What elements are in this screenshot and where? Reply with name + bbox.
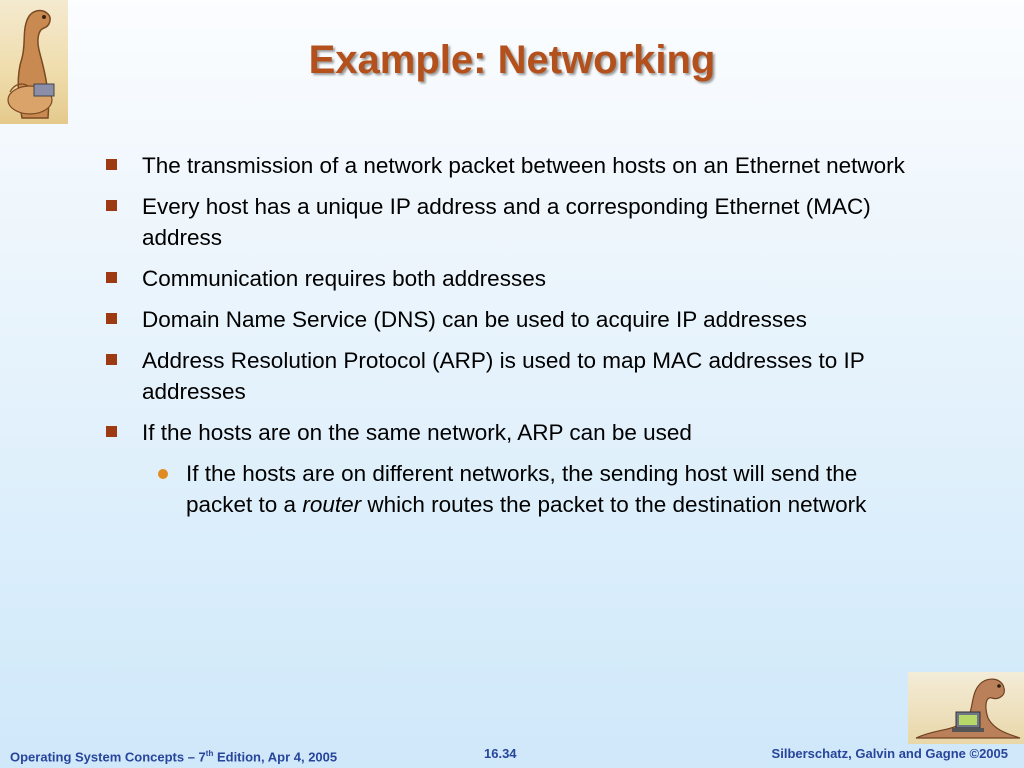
bullet-item: Communication requires both addresses [104, 263, 914, 294]
square-bullet-icon [106, 354, 117, 365]
sub-bullet-emphasis: router [302, 492, 362, 517]
sub-bullet-text-end: which routes the packet to the destinati… [361, 492, 867, 517]
bullet-text: Communication requires both addresses [142, 266, 546, 291]
square-bullet-icon [106, 426, 117, 437]
bullet-item: If the hosts are on the same network, AR… [104, 417, 914, 448]
sub-bullet-text-start: If the hosts are on different networks, … [186, 461, 858, 517]
round-bullet-icon [158, 469, 168, 479]
footer-page-number: 16.34 [484, 746, 517, 761]
bullet-item: Every host has a unique IP address and a… [104, 191, 914, 253]
square-bullet-icon [106, 272, 117, 283]
footer-copyright: Silberschatz, Galvin and Gagne ©2005 [771, 746, 1008, 761]
bullet-text: If the hosts are on the same network, AR… [142, 420, 692, 445]
footer-book-title: Operating System Concepts – 7th Edition,… [10, 749, 338, 765]
bullet-item: Address Resolution Protocol (ARP) is use… [104, 345, 914, 407]
bullet-text: Address Resolution Protocol (ARP) is use… [142, 348, 865, 404]
bullet-text: The transmission of a network packet bet… [142, 153, 905, 178]
square-bullet-icon [106, 159, 117, 170]
slide-title: Example: Networking [308, 38, 716, 82]
bullet-item: The transmission of a network packet bet… [104, 150, 914, 181]
bullet-item: Domain Name Service (DNS) can be used to… [104, 304, 914, 335]
square-bullet-icon [106, 200, 117, 211]
sub-bullet-item: If the hosts are on different networks, … [148, 458, 914, 520]
square-bullet-icon [106, 313, 117, 324]
dinosaur-logo-icon [0, 0, 68, 124]
bullet-list: The transmission of a network packet bet… [104, 150, 914, 520]
bullet-text: Domain Name Service (DNS) can be used to… [142, 307, 807, 332]
dinosaur-laptop-icon [908, 672, 1024, 744]
bullet-text: Every host has a unique IP address and a… [142, 194, 871, 250]
